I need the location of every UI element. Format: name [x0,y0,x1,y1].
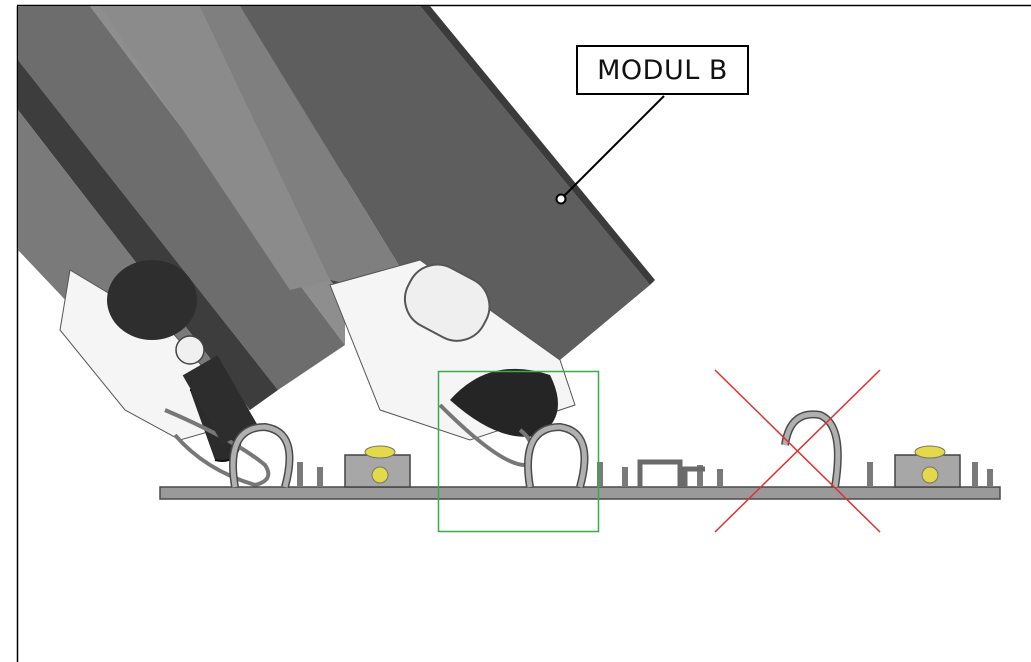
bolt-clamp-left [344,445,411,488]
module-a-hinge-plate [59,260,271,488]
base-rail [159,410,1001,500]
callout-label-module-b: MODUL B [576,45,749,95]
module-b-hinge-plate [329,259,576,468]
highlight-box [437,370,600,533]
star-knob-icon [107,260,197,340]
slot-icon [403,263,491,342]
red-x-mark-icon [714,369,881,533]
bolt-clamp-right [894,445,961,488]
callout-leader [555,95,665,205]
